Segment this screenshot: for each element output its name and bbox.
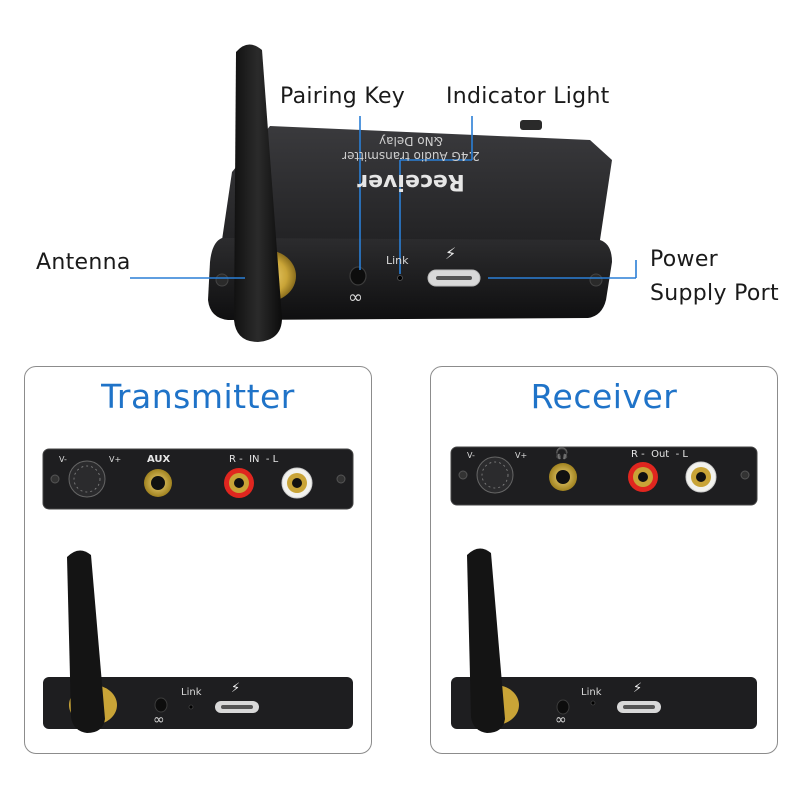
transmitter-infinity-icon: ∞	[153, 712, 165, 728]
hero-device-illustration	[130, 44, 637, 342]
transmitter-panel: Transmitter	[24, 366, 372, 754]
receiver-vol-minus: V-	[467, 451, 475, 460]
transmitter-aux-label: AUX	[147, 454, 171, 465]
receiver-antenna	[467, 548, 505, 733]
device-front-face	[208, 238, 612, 320]
receiver-infinity-icon: ∞	[555, 712, 567, 728]
transmitter-antenna	[67, 550, 105, 733]
transmitter-rca-label: R - IN - L	[229, 454, 279, 465]
device-subtitle-line2: &No Delay	[379, 134, 443, 148]
receiver-back-panel	[450, 446, 758, 733]
transmitter-vol-minus: V-	[59, 455, 67, 464]
transmitter-title: Transmitter	[101, 377, 295, 416]
receiver-panel: Receiver	[430, 366, 778, 754]
transmitter-link-label: Link	[181, 687, 202, 698]
receiver-title: Receiver	[530, 377, 678, 416]
receiver-link-label: Link	[581, 687, 602, 698]
indicator-light-label: Indicator Light	[446, 84, 610, 109]
device-subtitle-line1: 2.4G Audio transmitter	[342, 149, 480, 163]
device-link-label: Link	[386, 254, 409, 267]
pairing-key-label: Pairing Key	[280, 84, 406, 109]
infinity-icon: ∞	[348, 287, 363, 308]
transmitter-lightning-icon: ⚡	[231, 681, 241, 696]
supply-port-label: Supply Port	[650, 281, 779, 306]
transmitter-vol-plus: V+	[109, 455, 122, 464]
device-brand-text: Receiver	[357, 169, 465, 194]
antenna-label: Antenna	[36, 250, 131, 275]
receiver-lightning-icon: ⚡	[633, 681, 643, 696]
antenna	[234, 44, 282, 342]
headphone-icon: 🎧	[555, 447, 569, 460]
power-label: Power	[650, 247, 719, 272]
receiver-rca-label: R - Out - L	[631, 449, 688, 460]
receiver-vol-plus: V+	[515, 451, 528, 460]
lightning-icon: ⚡	[445, 244, 457, 263]
transmitter-back-panel	[42, 448, 354, 733]
device-top-face	[222, 126, 612, 240]
